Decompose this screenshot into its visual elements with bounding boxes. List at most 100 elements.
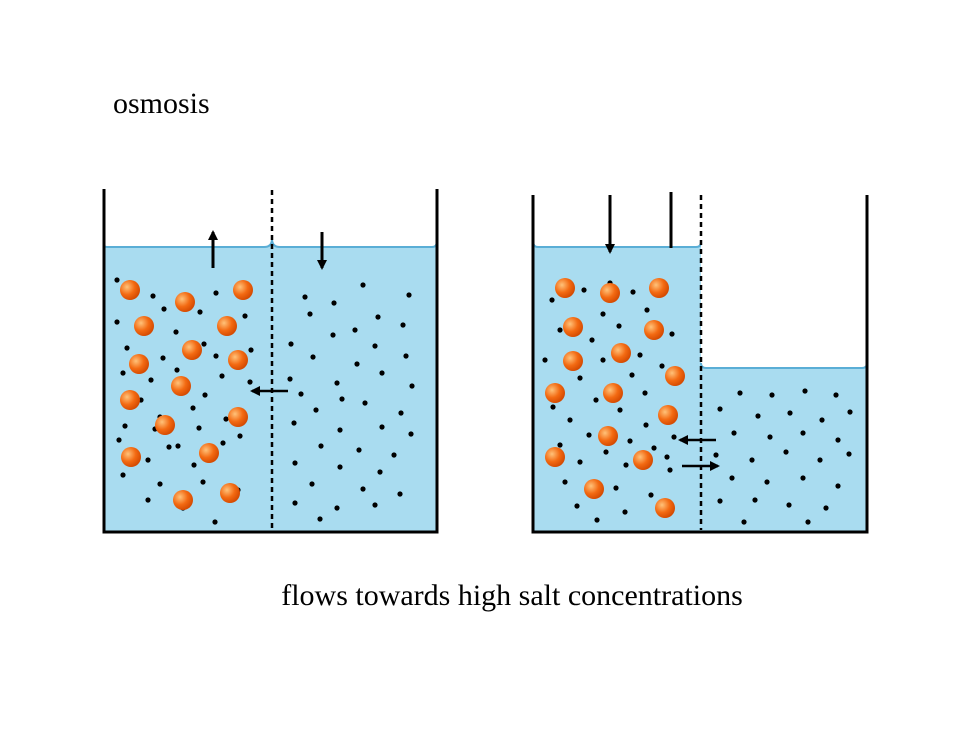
water-molecule-dot bbox=[352, 327, 358, 333]
water-molecule-dot bbox=[805, 519, 811, 525]
water-molecule-dot bbox=[577, 375, 583, 381]
water-molecule-dot bbox=[542, 357, 548, 363]
water-molecule-dot bbox=[148, 377, 154, 383]
salt-particle-icon bbox=[228, 350, 248, 370]
salt-particle-icon bbox=[175, 292, 195, 312]
water-molecule-dot bbox=[644, 307, 650, 313]
water-molecule-dot bbox=[330, 332, 336, 338]
water-molecule-dot bbox=[354, 361, 360, 367]
water-molecule-dot bbox=[600, 311, 606, 317]
water-molecule-dot bbox=[391, 452, 397, 458]
salt-particle-icon bbox=[233, 280, 253, 300]
water-molecule-dot bbox=[213, 290, 219, 296]
water-molecule-dot bbox=[161, 306, 167, 312]
water-molecule-dot bbox=[372, 502, 378, 508]
water-molecule-dot bbox=[717, 406, 723, 412]
water-molecule-dot bbox=[145, 457, 151, 463]
salt-particle-icon bbox=[665, 366, 685, 386]
salt-particle-icon bbox=[555, 278, 575, 298]
water-molecule-dot bbox=[833, 392, 839, 398]
water-molecule-dot bbox=[219, 373, 225, 379]
water-molecule-dot bbox=[356, 447, 362, 453]
water-molecule-dot bbox=[406, 292, 412, 298]
water-molecule-dot bbox=[783, 449, 789, 455]
salt-particle-icon bbox=[563, 317, 583, 337]
water-molecule-dot bbox=[613, 485, 619, 491]
water-molecule-dot bbox=[375, 314, 381, 320]
water-molecule-dot bbox=[651, 445, 657, 451]
water-molecule-dot bbox=[190, 405, 196, 411]
water-molecule-dot bbox=[223, 416, 229, 422]
water-molecule-dot bbox=[287, 376, 293, 382]
water-molecule-dot bbox=[755, 413, 761, 419]
water-molecule-dot bbox=[617, 407, 623, 413]
salt-particle-icon bbox=[120, 390, 140, 410]
water-molecule-dot bbox=[114, 277, 120, 283]
salt-particle-icon bbox=[228, 407, 248, 427]
water-molecule-dot bbox=[574, 503, 580, 509]
water-molecule-dot bbox=[242, 313, 248, 319]
salt-particle-icon bbox=[649, 278, 669, 298]
water-molecule-dot bbox=[800, 475, 806, 481]
right-salt-particles bbox=[545, 278, 685, 518]
water-molecule-dot bbox=[627, 438, 633, 444]
water-molecule-dot bbox=[298, 391, 304, 397]
water-molecule-dot bbox=[372, 343, 378, 349]
water-molecule-dot bbox=[310, 354, 316, 360]
right-water-molecules bbox=[542, 280, 853, 525]
water-molecule-dot bbox=[400, 322, 406, 328]
salt-particle-icon bbox=[658, 405, 678, 425]
water-molecule-dot bbox=[377, 469, 383, 475]
water-molecule-dot bbox=[589, 337, 595, 343]
water-molecule-dot bbox=[846, 451, 852, 457]
water-molecule-dot bbox=[379, 370, 385, 376]
water-molecule-dot bbox=[247, 379, 253, 385]
water-molecule-dot bbox=[196, 425, 202, 431]
slide-title: osmosis bbox=[113, 87, 210, 120]
water-molecule-dot bbox=[664, 454, 670, 460]
water-molecule-dot bbox=[819, 417, 825, 423]
water-molecule-dot bbox=[616, 323, 622, 329]
left-water-molecules bbox=[114, 277, 415, 525]
water-molecule-dot bbox=[174, 367, 180, 373]
water-molecule-dot bbox=[202, 392, 208, 398]
salt-particle-icon bbox=[603, 383, 623, 403]
water-molecule-dot bbox=[671, 434, 677, 440]
left-beaker bbox=[102, 189, 439, 534]
water-molecule-dot bbox=[817, 457, 823, 463]
water-molecule-dot bbox=[120, 370, 126, 376]
salt-particle-icon bbox=[182, 340, 202, 360]
water-molecule-dot bbox=[200, 479, 206, 485]
water-molecule-dot bbox=[292, 460, 298, 466]
water-molecule-dot bbox=[823, 505, 829, 511]
salt-particle-icon bbox=[171, 376, 191, 396]
water-molecule-dot bbox=[835, 483, 841, 489]
water-molecule-dot bbox=[562, 479, 568, 485]
water-molecule-dot bbox=[549, 297, 555, 303]
water-molecule-dot bbox=[337, 427, 343, 433]
water-molecule-dot bbox=[637, 352, 643, 358]
water-molecule-dot bbox=[667, 467, 673, 473]
water-molecule-dot bbox=[160, 355, 166, 361]
water-molecule-dot bbox=[212, 519, 218, 525]
water-molecule-dot bbox=[731, 430, 737, 436]
water-molecule-dot bbox=[629, 372, 635, 378]
left-salt-particles bbox=[120, 280, 253, 510]
water-molecule-dot bbox=[339, 396, 345, 402]
water-molecule-dot bbox=[408, 431, 414, 437]
water-molecule-dot bbox=[741, 519, 747, 525]
left-water-surface bbox=[103, 238, 438, 248]
salt-particle-icon bbox=[129, 354, 149, 374]
salt-particle-icon bbox=[134, 316, 154, 336]
water-molecule-dot bbox=[157, 481, 163, 487]
water-molecule-dot bbox=[173, 329, 179, 335]
water-molecule-dot bbox=[398, 410, 404, 416]
water-molecule-dot bbox=[120, 472, 126, 478]
water-molecule-dot bbox=[642, 390, 648, 396]
water-molecule-dot bbox=[213, 353, 219, 359]
water-molecule-dot bbox=[397, 491, 403, 497]
water-molecule-dot bbox=[124, 345, 130, 351]
salt-particle-icon bbox=[220, 483, 240, 503]
water-molecule-dot bbox=[581, 287, 587, 293]
